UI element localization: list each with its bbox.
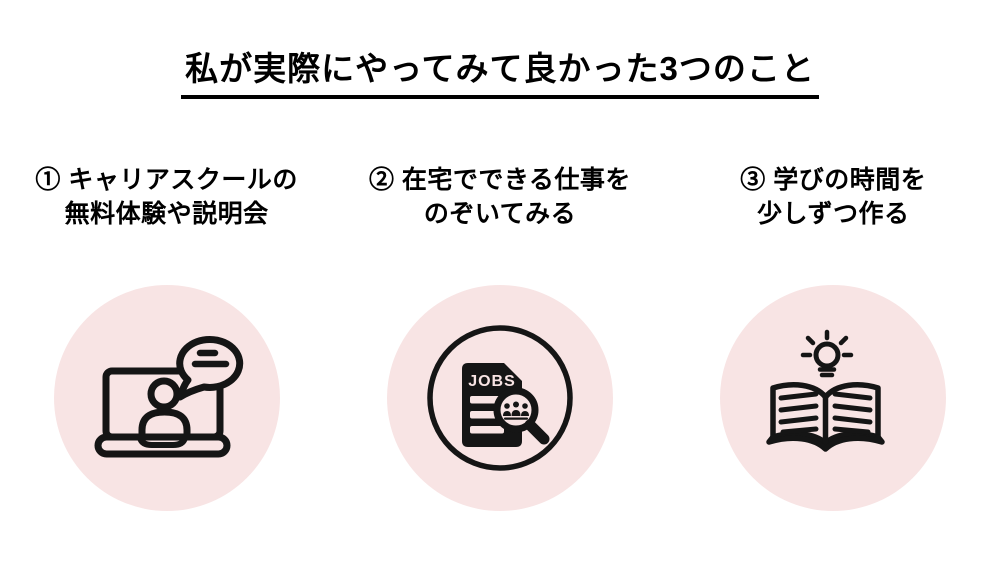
point-2-line1: ② 在宅でできる仕事を bbox=[368, 166, 631, 194]
point-2-line2: のぞいてみる bbox=[423, 200, 577, 228]
point-2-title: ② 在宅でできる仕事を のぞいてみる bbox=[369, 163, 631, 231]
outer-ring bbox=[427, 325, 573, 471]
point-2-column: ② 在宅でできる仕事を のぞいてみる JOBS bbox=[333, 163, 666, 511]
point-3-line1: ③ 学びの時間を bbox=[740, 166, 927, 194]
open-book-idea-icon bbox=[766, 329, 885, 452]
point-1-line2: 無料体験や説明会 bbox=[64, 200, 269, 228]
point-3-column: ③ 学びの時間を 少しずつ作る bbox=[667, 163, 1000, 511]
jobs-document-search-icon: JOBS bbox=[427, 325, 573, 471]
point-3-title: ③ 学びの時間を 少しずつ作る bbox=[740, 163, 926, 231]
point-1-column: ① キャリアスクールの 無料体験や説明会 bbox=[0, 163, 333, 511]
people-glyphs bbox=[502, 401, 529, 420]
point-2-circle: JOBS bbox=[386, 285, 613, 511]
header: 私が実際にやってみて良かった3つのこと bbox=[0, 0, 1000, 99]
point-3-circle bbox=[720, 285, 947, 511]
speech-bubble-icon bbox=[175, 335, 243, 401]
person-icon bbox=[138, 377, 191, 439]
three-points-row: ① キャリアスクールの 無料体験や説明会 bbox=[0, 163, 1000, 511]
open-book-icon bbox=[766, 382, 885, 452]
laptop-notch bbox=[136, 435, 188, 448]
point-3-line2: 少しずつ作る bbox=[756, 200, 910, 228]
jobs-label: JOBS bbox=[468, 373, 516, 390]
point-1-title: ① キャリアスクールの 無料体験や説明会 bbox=[35, 163, 297, 231]
point-1-circle bbox=[53, 285, 280, 511]
page-title: 私が実際にやってみて良かった3つのこと bbox=[181, 42, 819, 99]
laptop-base bbox=[94, 433, 231, 458]
lightbulb-icon bbox=[800, 329, 854, 378]
laptop-video-chat-icon bbox=[94, 335, 243, 458]
point-1-line1: ① キャリアスクールの bbox=[35, 166, 298, 194]
page-lines bbox=[778, 391, 873, 435]
magnifier-people-icon bbox=[493, 387, 550, 445]
laptop-icon bbox=[94, 335, 243, 458]
